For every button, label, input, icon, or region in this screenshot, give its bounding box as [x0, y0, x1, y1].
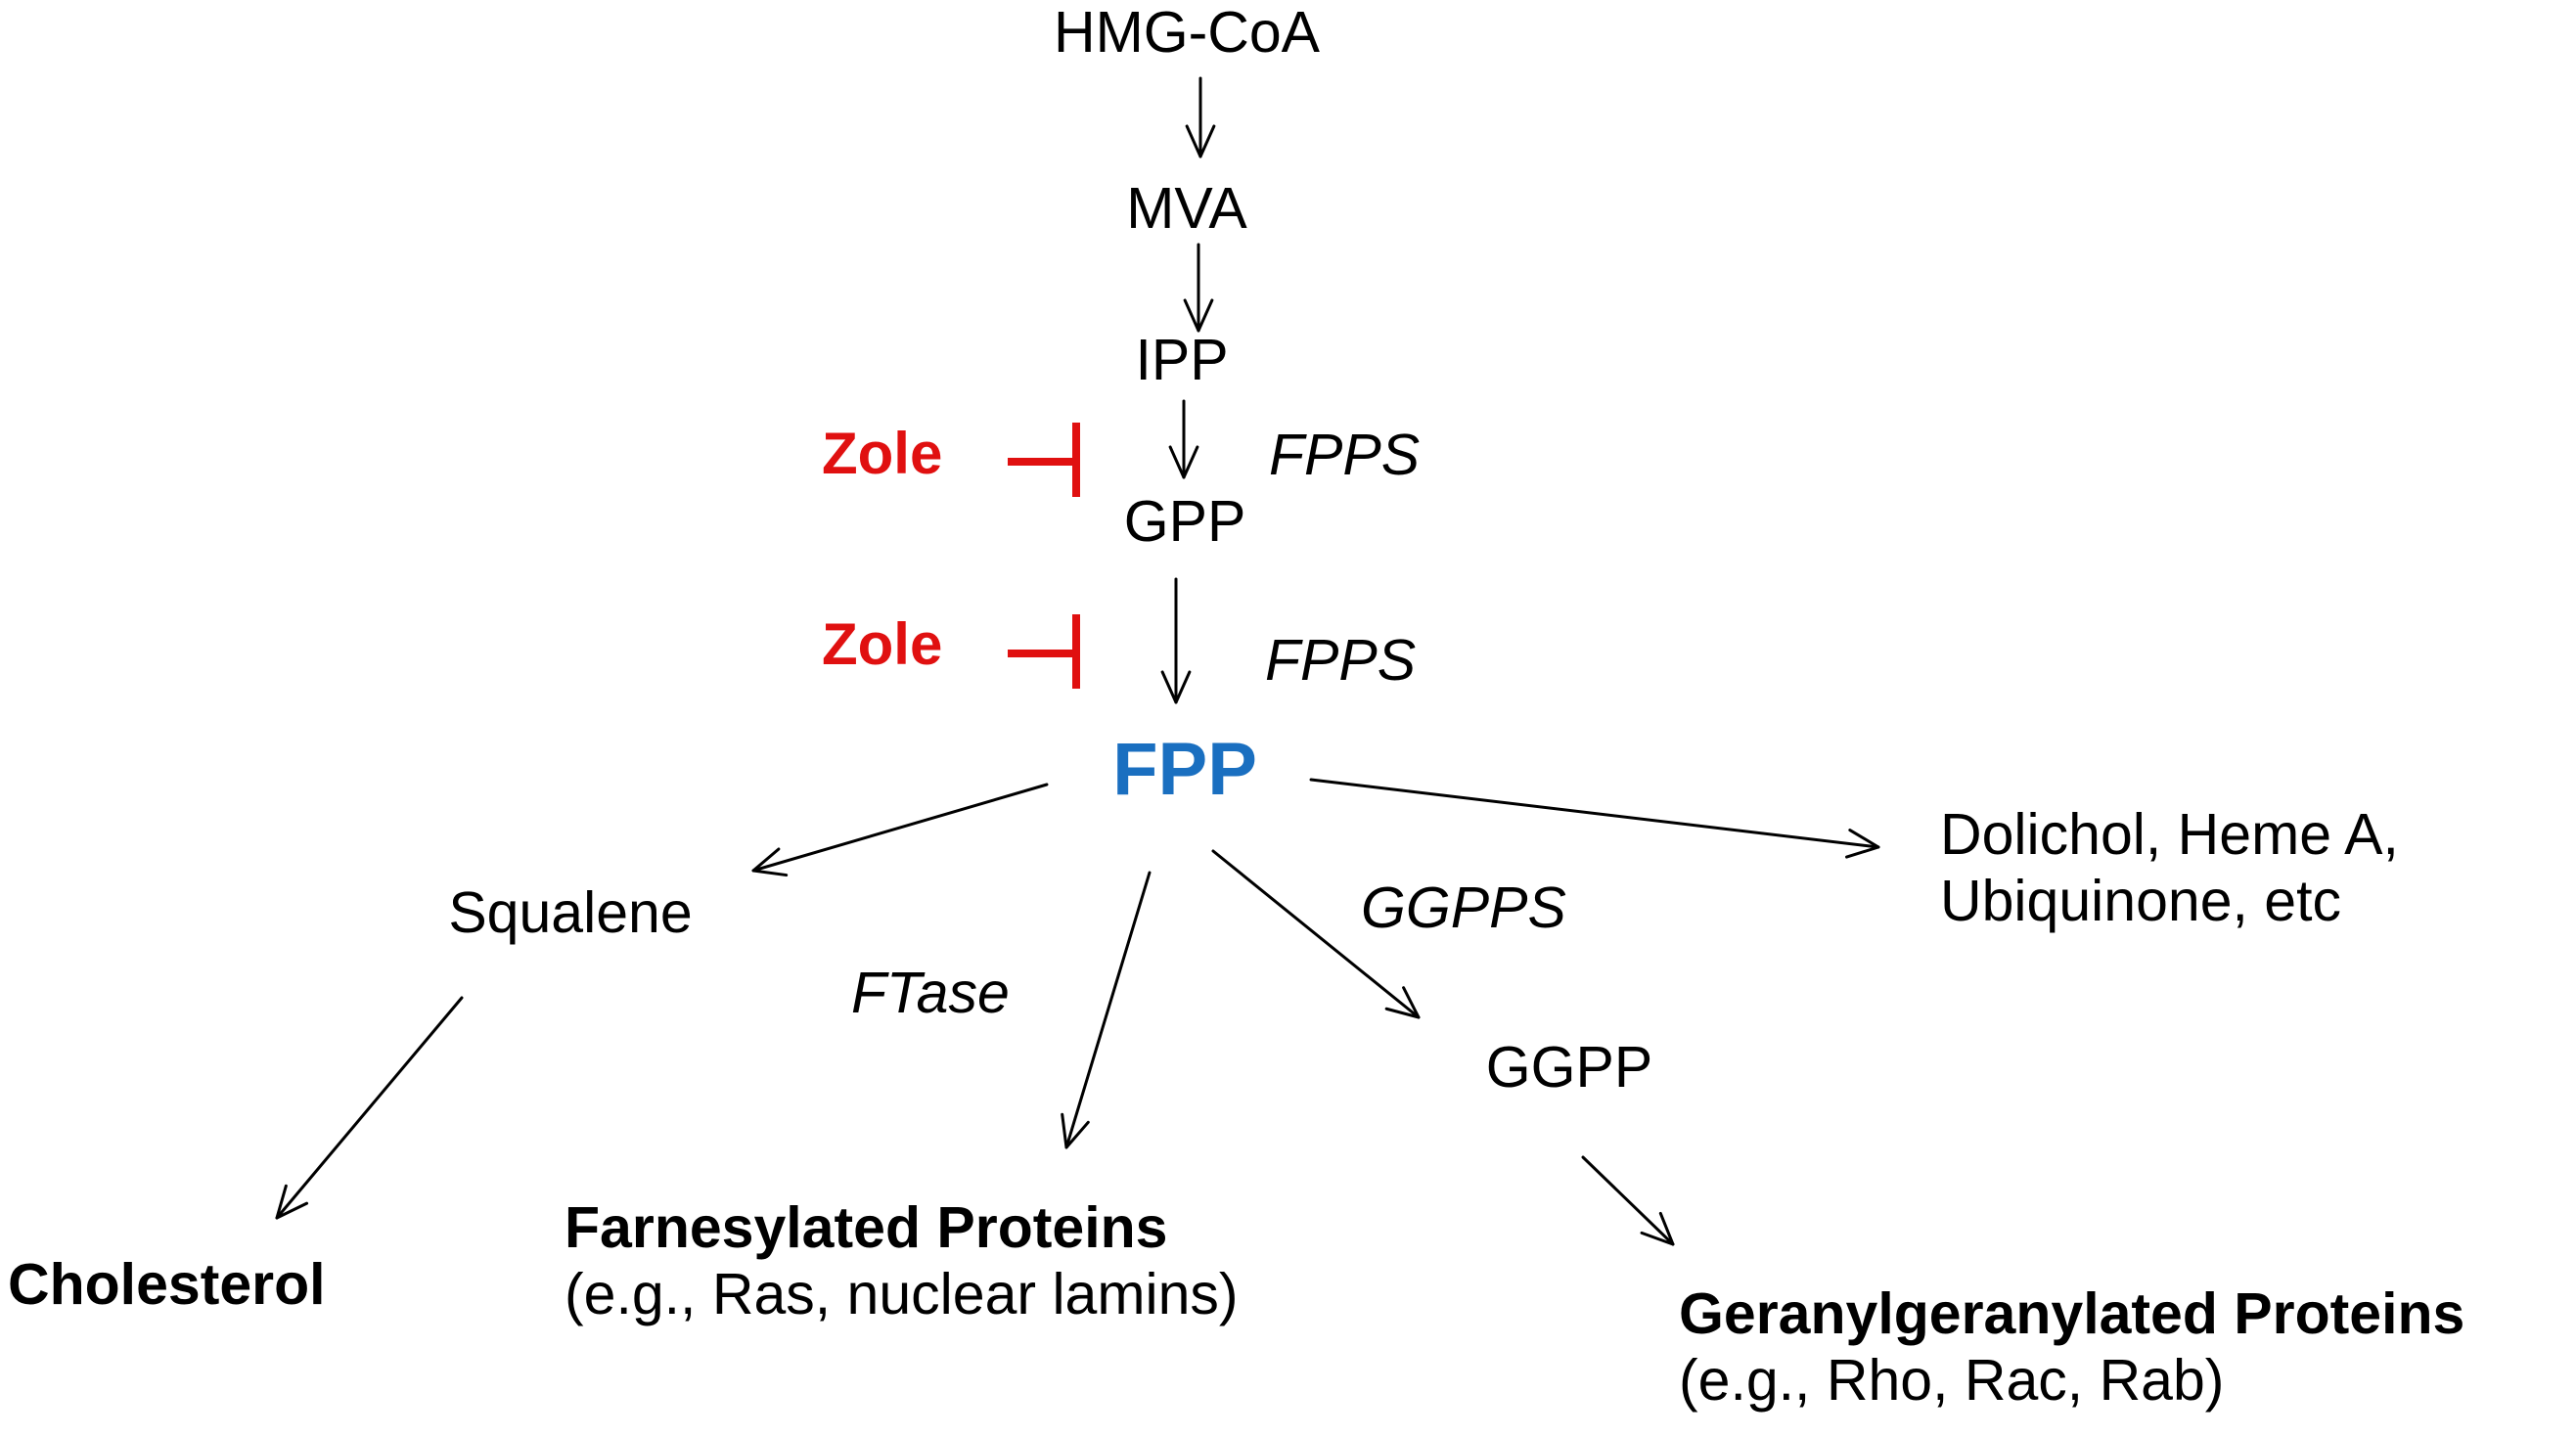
farnesylated-proteins-title: Farnesylated Proteins: [565, 1195, 1168, 1260]
geranylgeranylated-proteins-examples: (e.g., Rho, Rac, Rab): [1679, 1347, 2225, 1413]
node-geranylgeranylated-proteins: Geranylgeranylated Proteins (e.g., Rho, …: [1679, 1281, 2464, 1415]
node-mva: MVA: [1126, 176, 1247, 241]
geranylgeranylated-proteins-title: Geranylgeranylated Proteins: [1679, 1281, 2465, 1346]
arrow-fpp-to-ggpp: [1211, 849, 1421, 1019]
arrow-fpp-to-farnesylated: [1061, 871, 1152, 1149]
arrow-ggpp-to-geranylgeranylated: [1581, 1155, 1675, 1246]
inhibitor-zole-1: Zole: [822, 421, 943, 486]
node-ipp: IPP: [1135, 328, 1229, 392]
arrow-ipp-to-gpp: [1168, 399, 1199, 479]
node-ggpp: GGPP: [1485, 1035, 1653, 1100]
enzyme-fpps-2: FPPS: [1265, 628, 1417, 693]
node-fpp: FPP: [1112, 728, 1257, 811]
node-farnesylated-proteins: Farnesylated Proteins (e.g., Ras, nuclea…: [565, 1195, 1239, 1328]
node-cholesterol: Cholesterol: [8, 1252, 326, 1317]
arrow-mva-to-ipp: [1183, 243, 1214, 333]
node-hmg-coa: HMG-CoA: [1053, 0, 1321, 65]
node-dolichol-line-2: Ubiquinone, etc: [1940, 868, 2342, 933]
arrow-fpp-to-squalene: [751, 783, 1049, 877]
inhibition-bar-zole-1: [1008, 423, 1080, 497]
farnesylated-proteins-examples: (e.g., Ras, nuclear lamins): [565, 1261, 1239, 1326]
inhibition-bar-zole-2: [1008, 614, 1080, 689]
enzyme-fpps-1: FPPS: [1269, 423, 1421, 487]
node-squalene: Squalene: [448, 880, 693, 945]
enzyme-ftase: FTase: [851, 961, 1010, 1025]
inhibitor-zole-2: Zole: [822, 611, 943, 677]
arrow-fpp-to-dolichol: [1309, 778, 1880, 859]
arrow-hmgcoa-to-mva: [1185, 76, 1216, 158]
node-dolichol-line-1: Dolichol, Heme A,: [1940, 802, 2399, 867]
arrow-gpp-to-fpp: [1160, 577, 1192, 704]
arrow-squalene-to-cholesterol: [275, 996, 464, 1220]
enzyme-ggpps: GGPPS: [1361, 876, 1566, 940]
node-gpp: GPP: [1123, 489, 1246, 554]
node-dolichol-heme-ubiquinone: Dolichol, Heme A, Ubiquinone, etc: [1940, 802, 2399, 935]
